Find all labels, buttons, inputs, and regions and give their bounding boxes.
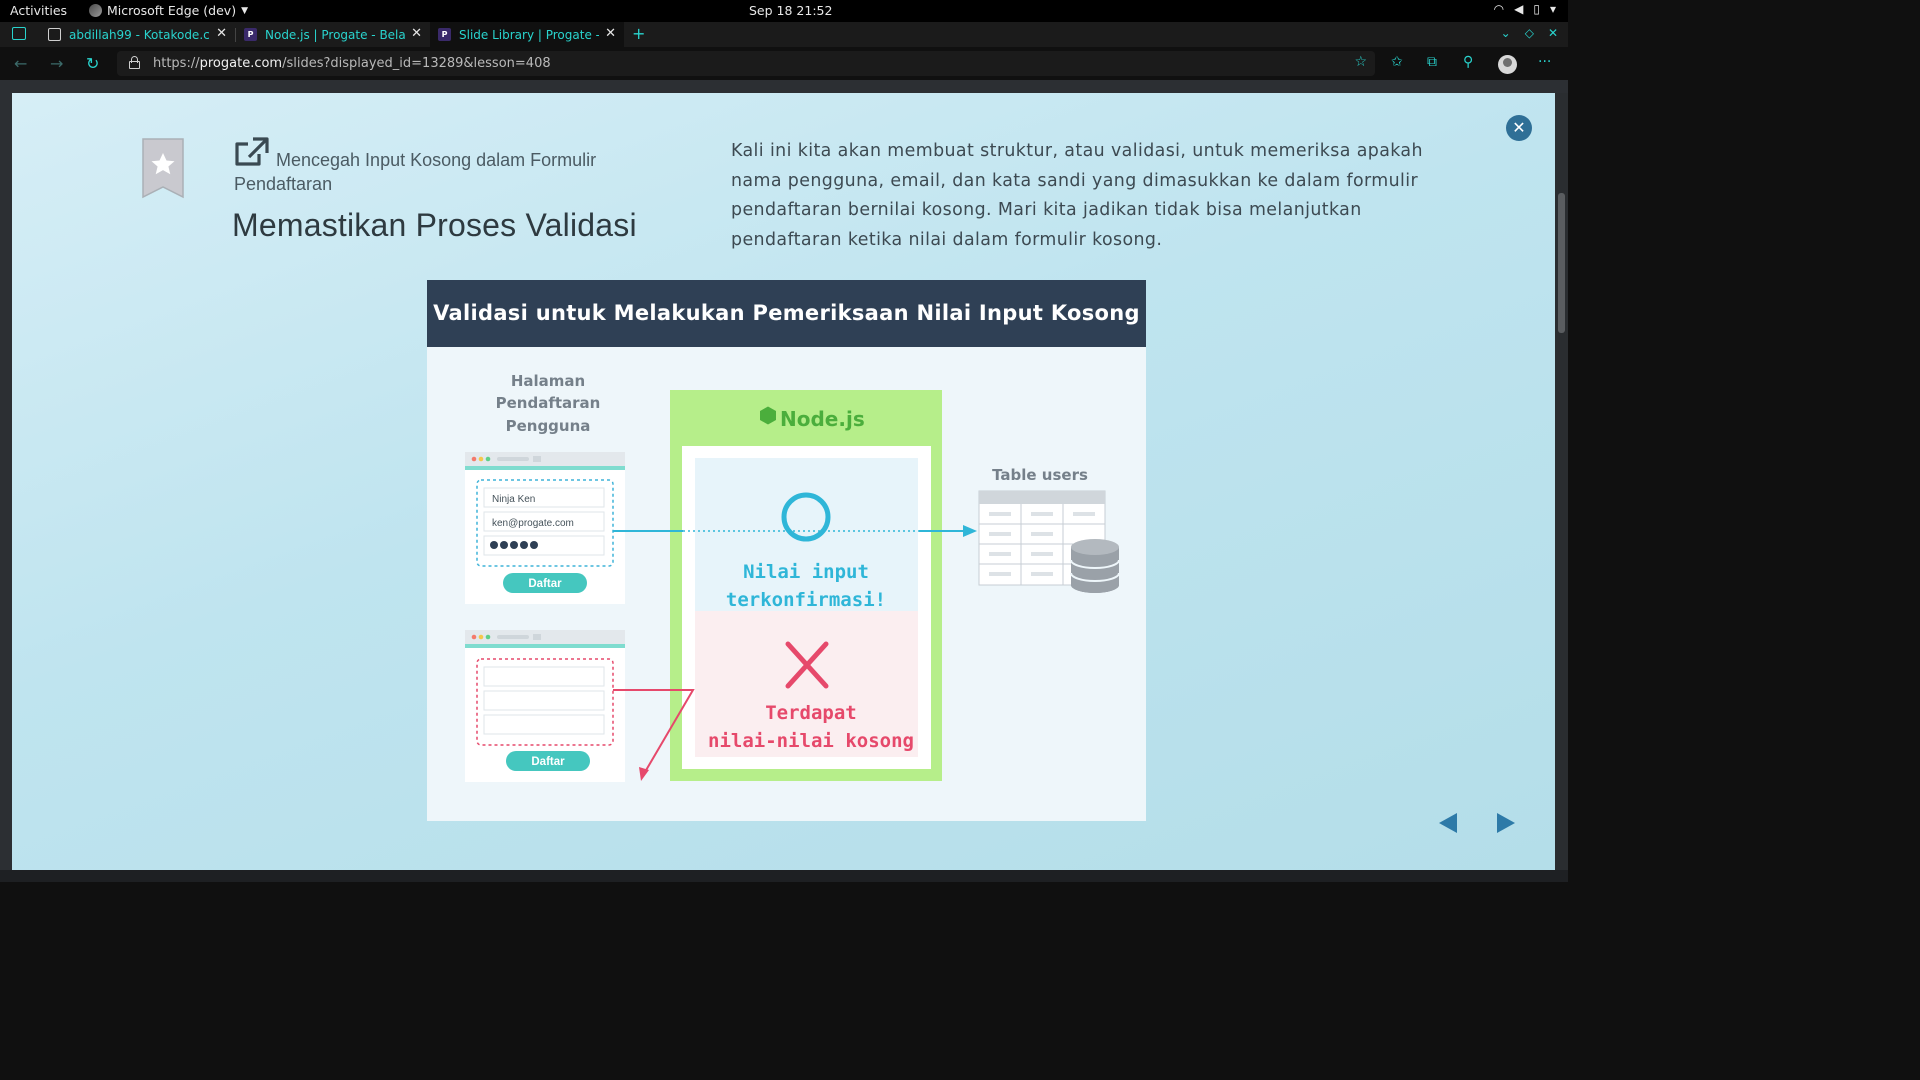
error-message-line: Terdapat bbox=[765, 702, 857, 724]
flow-arrows bbox=[613, 525, 977, 781]
favorites-icon[interactable]: ✩ bbox=[1391, 54, 1403, 70]
profile-avatar[interactable] bbox=[1498, 55, 1517, 74]
server-label: Node.js bbox=[780, 407, 865, 431]
page-scrollbar[interactable] bbox=[1555, 93, 1568, 870]
diagram-heading: Validasi untuk Melakukan Pemeriksaan Nil… bbox=[427, 280, 1146, 347]
filled-form-window: Ninja Ken ken@progate.com Daftar bbox=[465, 452, 625, 604]
workspaces-icon[interactable]: ◇ bbox=[1524, 26, 1534, 40]
refresh-icon[interactable]: ↻ bbox=[86, 54, 100, 73]
submit-button-label: Daftar bbox=[528, 578, 562, 590]
tab-slide-library[interactable]: P Slide Library | Progate - Belajar ✕ bbox=[430, 22, 624, 47]
system-tray[interactable]: ◠ ◀ ▯ ▾ bbox=[1494, 2, 1556, 16]
chevron-down-icon[interactable]: ▾ bbox=[1549, 2, 1556, 16]
ok-message-line: Nilai input bbox=[743, 561, 869, 583]
kotakode-favicon-icon bbox=[48, 28, 61, 41]
tab-tools: ⌄ ◇ ✕ bbox=[1501, 26, 1558, 40]
clock[interactable]: Sep 18 21:52 bbox=[749, 3, 833, 18]
tab-search-icon[interactable]: ⌄ bbox=[1500, 26, 1511, 40]
tab-divider bbox=[235, 28, 236, 42]
empty-form-window: Daftar bbox=[465, 630, 625, 782]
app-menu-label: Microsoft Edge (dev) bbox=[107, 3, 237, 18]
activities-button[interactable]: Activities bbox=[10, 3, 68, 18]
tab-label: Node.js | Progate - Belajar bbox=[265, 27, 405, 42]
system-top-bar: Activities Microsoft Edge (dev) ▼ Sep 18… bbox=[0, 0, 1568, 22]
table-label: Table users bbox=[992, 466, 1088, 484]
tab-label: Slide Library | Progate - Belajar bbox=[459, 27, 599, 42]
add-favorite-icon[interactable]: ☆ bbox=[1354, 54, 1367, 70]
close-slide-button[interactable]: ✕ bbox=[1506, 115, 1532, 141]
page-label-line: Pengguna bbox=[506, 417, 591, 435]
chevron-down-icon: ▼ bbox=[241, 5, 248, 16]
tab-kotakode[interactable]: abdillah99 - Kotakode.com ✕ bbox=[40, 22, 236, 47]
app-menu[interactable]: Microsoft Edge (dev) ▼ bbox=[89, 3, 248, 18]
url-text[interactable]: https://progate.com/slides?displayed_id=… bbox=[153, 56, 551, 71]
email-input-value: ken@progate.com bbox=[492, 518, 574, 529]
close-tab-icon[interactable]: ✕ bbox=[605, 26, 616, 41]
wifi-icon[interactable]: ◠ bbox=[1493, 2, 1505, 16]
forward-arrow-icon[interactable]: → bbox=[50, 54, 64, 73]
page-label-line: Halaman bbox=[511, 372, 585, 390]
tab-label: abdillah99 - Kotakode.com bbox=[69, 27, 209, 42]
scrollbar-thumb[interactable] bbox=[1558, 193, 1565, 333]
validation-diagram: Validasi untuk Melakukan Pemeriksaan Nil… bbox=[427, 280, 1146, 821]
extensions-icon[interactable]: ⚲ bbox=[1463, 54, 1474, 70]
back-arrow-icon[interactable]: ← bbox=[14, 54, 28, 73]
navigation-bar: ← → ↻ https://progate.com/slides?display… bbox=[0, 47, 1568, 80]
next-slide-button[interactable] bbox=[1497, 813, 1515, 833]
more-menu-icon[interactable]: ··· bbox=[1538, 54, 1552, 70]
external-link-icon[interactable] bbox=[234, 136, 270, 168]
ok-message-line: terkonfirmasi! bbox=[726, 589, 886, 611]
new-tab-button[interactable]: + bbox=[632, 24, 646, 43]
lock-icon[interactable] bbox=[129, 56, 140, 69]
close-tab-icon[interactable]: ✕ bbox=[216, 26, 227, 41]
progate-favicon-icon: P bbox=[438, 28, 451, 41]
bookmark-icon[interactable] bbox=[141, 137, 185, 199]
tab-actions-icon[interactable] bbox=[12, 27, 26, 40]
database-icon bbox=[1070, 539, 1120, 593]
nodejs-server-box: Node.js Nilai input terkonfirmasi! Terda… bbox=[670, 390, 942, 781]
battery-icon[interactable]: ▯ bbox=[1533, 2, 1540, 16]
edge-dev-icon bbox=[89, 4, 102, 17]
collections-icon[interactable]: ⧉ bbox=[1427, 54, 1437, 70]
tab-strip: abdillah99 - Kotakode.com ✕ P Node.js | … bbox=[0, 22, 1568, 47]
submit-button-label: Daftar bbox=[531, 756, 565, 768]
diagram-illustration: Halaman Pendaftaran Pengguna Ninja Ken k… bbox=[465, 372, 1120, 782]
lesson-title: Memastikan Proses Validasi bbox=[232, 207, 637, 243]
close-window-icon[interactable]: ✕ bbox=[1547, 26, 1558, 40]
name-input-value: Ninja Ken bbox=[492, 494, 535, 505]
page-bottom-strip bbox=[0, 870, 1568, 882]
address-bar[interactable]: https://progate.com/slides?displayed_id=… bbox=[117, 51, 1375, 76]
volume-icon[interactable]: ◀ bbox=[1514, 2, 1524, 16]
tab-nodejs-progate[interactable]: P Node.js | Progate - Belajar ✕ bbox=[236, 22, 430, 47]
lesson-subtitle: Mencegah Input Kosong dalam Formulir Pen… bbox=[234, 150, 597, 194]
lesson-description: Kali ini kita akan membuat struktur, ata… bbox=[731, 141, 1423, 250]
slide-viewer: ✕ Mencegah Input Kosong dalam Formulir P… bbox=[12, 93, 1555, 870]
page-label-line: Pendaftaran bbox=[496, 394, 601, 412]
error-message-line: nilai-nilai kosong bbox=[708, 730, 914, 752]
previous-slide-button[interactable] bbox=[1439, 813, 1457, 833]
close-tab-icon[interactable]: ✕ bbox=[411, 26, 422, 41]
progate-favicon-icon: P bbox=[244, 28, 257, 41]
